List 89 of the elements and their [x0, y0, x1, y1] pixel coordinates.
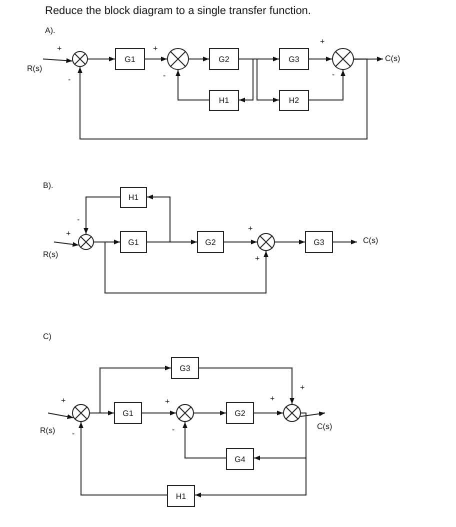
- diagram-label: -: [68, 76, 71, 84]
- block-label: G3: [180, 364, 190, 372]
- summing-junction: [167, 48, 189, 70]
- diagram-label: +: [66, 230, 71, 238]
- transfer-function-block: [120, 231, 147, 253]
- transfer-function-block: [305, 231, 333, 253]
- diagram-label: -: [332, 71, 335, 79]
- diagram-label: B).: [43, 182, 54, 190]
- diagram-label: -: [77, 216, 80, 224]
- transfer-function-block: [209, 48, 239, 70]
- signal-arrow: [94, 242, 268, 294]
- signal-arrow: [224, 240, 258, 244]
- block-label: G1: [128, 238, 139, 246]
- diagram-label: +: [57, 45, 62, 53]
- diagram-label: -: [163, 72, 166, 80]
- diagram-label: -: [172, 426, 175, 434]
- diagram-label: +: [165, 398, 170, 406]
- block-label: G2: [205, 238, 216, 246]
- signal-arrow: [188, 56, 210, 62]
- signal-arrow: [238, 58, 280, 102]
- transfer-function-block: [279, 48, 309, 70]
- signal-label: C(s): [363, 236, 378, 245]
- block-label: G1: [122, 408, 134, 418]
- signal-arrow: [308, 70, 346, 100]
- diagram-label: +: [300, 384, 305, 392]
- diagram-label: +: [255, 255, 260, 263]
- block-label: G2: [234, 408, 246, 418]
- diagram-label: -: [72, 430, 75, 438]
- signal-arrow: [238, 58, 254, 102]
- signal-arrow: [332, 240, 358, 244]
- summing-junction: [283, 404, 301, 422]
- signal-arrow: [78, 58, 368, 140]
- diagram-label: C): [43, 333, 52, 341]
- diagram-label: +: [320, 38, 325, 46]
- signal-label: C(s): [317, 422, 332, 431]
- block-label: H1: [128, 193, 139, 202]
- transfer-function-block: [120, 187, 147, 208]
- signal-arrow: [88, 56, 116, 62]
- signal-arrow: [194, 412, 306, 498]
- summing-junction: [332, 48, 354, 70]
- signal-arrow: [274, 240, 306, 244]
- transfer-function-block: [115, 48, 145, 70]
- summing-junction: [72, 51, 88, 67]
- signal-arrow: [300, 411, 326, 417]
- transfer-function-block: [209, 90, 239, 111]
- signal-arrow: [48, 412, 74, 419]
- signal-label: R(s): [27, 64, 42, 73]
- transfer-function-block: [167, 485, 195, 507]
- block-label: G1: [124, 54, 136, 64]
- summing-junction: [78, 234, 94, 250]
- transfer-function-block: [197, 231, 224, 253]
- signal-arrow: [308, 56, 332, 62]
- transfer-function-block: [279, 90, 309, 111]
- block-label: H1: [218, 96, 230, 105]
- title: Reduce the block diagram to a single transfer function.: [45, 6, 311, 17]
- block-label: G3: [314, 238, 324, 246]
- signal-arrow: [90, 366, 172, 414]
- signal-arrow: [144, 56, 168, 62]
- signal-arrow: [254, 410, 284, 416]
- signal-arrow: [42, 58, 73, 63]
- diagram-label: +: [270, 395, 275, 403]
- signal-arrow: [176, 70, 210, 100]
- diagram-label: A).: [45, 27, 56, 35]
- block-label: G2: [218, 54, 230, 64]
- transfer-function-block: [114, 402, 142, 424]
- transfer-function-block: [226, 448, 254, 470]
- signal-arrow: [54, 242, 80, 247]
- diagram-label: +: [61, 397, 66, 405]
- summing-junction: [176, 404, 194, 422]
- signal-label: R(s): [40, 426, 56, 435]
- diagram-label: +: [153, 45, 158, 53]
- signal-arrow: [198, 368, 294, 404]
- diagram-label: +: [248, 225, 253, 233]
- signal-label: C(s): [385, 54, 400, 63]
- signal-arrow: [84, 196, 120, 234]
- signal-arrow: [146, 194, 170, 242]
- transfer-function-block: [226, 402, 254, 424]
- block-label: G4: [234, 454, 246, 464]
- signal-label: R(s): [43, 250, 58, 259]
- signal-arrow: [78, 422, 168, 496]
- signal-arrow: [182, 422, 226, 458]
- summing-junction: [257, 233, 275, 251]
- block-label: G3: [288, 54, 300, 64]
- transfer-function-block: [171, 357, 199, 379]
- signal-arrow: [142, 410, 176, 416]
- signal-arrow: [194, 410, 226, 416]
- block-label: H2: [288, 96, 300, 105]
- block-label: H1: [176, 492, 186, 500]
- summing-junction: [72, 404, 90, 422]
